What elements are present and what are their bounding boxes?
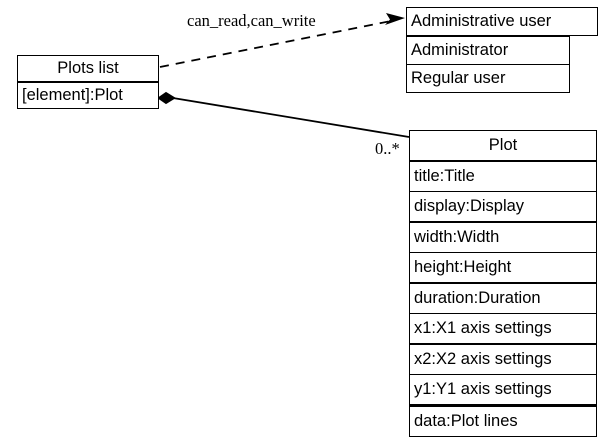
class-attribute-row: Regular user	[406, 64, 570, 93]
composition-edge	[157, 91, 410, 138]
class-attribute-row: display:Display	[409, 191, 597, 222]
class-attribute-row: width:Width	[409, 221, 597, 253]
composition-solid-line	[172, 97, 410, 138]
class-header-plots-list: Plots list	[17, 55, 159, 82]
dependency-open-arrow-icon	[385, 13, 405, 25]
class-attribute-row: [element]:Plot	[17, 81, 159, 109]
class-header-administrative-user: Administrative user	[406, 7, 598, 36]
class-attribute-row: Administrator	[406, 35, 570, 65]
composition-filled-diamond-icon	[157, 91, 176, 105]
class-attribute-row: height:Height	[409, 252, 597, 283]
class-attribute-row: data:Plot lines	[409, 406, 597, 437]
class-attribute-row: duration:Duration	[409, 282, 597, 314]
composition-multiplicity-label: 0..*	[375, 139, 400, 158]
class-attribute-row: x1:X1 axis settings	[409, 313, 597, 344]
dependency-edge-label: can_read,can_write	[187, 11, 316, 30]
class-attribute-row: title:Title	[409, 160, 597, 192]
class-attribute-row: x2:X2 axis settings	[409, 343, 597, 375]
class-header-plot: Plot	[409, 130, 597, 161]
class-attribute-row: y1:Y1 axis settings	[409, 374, 597, 405]
